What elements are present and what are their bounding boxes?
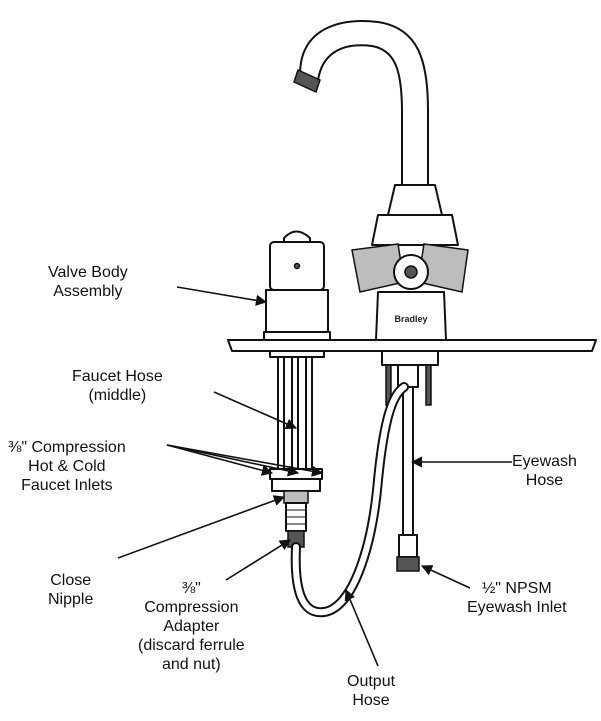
label-compression-inlets: ⅜" Compression Hot & Cold Faucet Inlets xyxy=(8,439,126,494)
faucet-body xyxy=(351,184,469,341)
faucet-shank xyxy=(381,350,439,406)
label-valve-body-assembly: Valve Body Assembly xyxy=(48,264,128,300)
label-output-hose: Output Hose xyxy=(347,673,396,709)
label-eyewash-hose: Eyewash Hose xyxy=(512,453,577,489)
valve-body-assembly xyxy=(263,230,331,358)
eyewash-hose-drawing xyxy=(396,386,420,572)
output-hose-drawing xyxy=(290,382,409,618)
deck-plate xyxy=(227,339,597,352)
leader-lines xyxy=(117,286,512,667)
gooseneck-spout xyxy=(293,20,429,186)
label-close-nipple: Close Nipple xyxy=(48,572,94,608)
label-compression-adapter: ⅜" Compression Adapter (discard ferrule … xyxy=(138,580,245,673)
label-faucet-hose: Faucet Hose (middle) xyxy=(72,368,163,404)
brand-mark: Bradley xyxy=(394,314,427,324)
label-eyewash-inlet: ½" NPSM Eyewash Inlet xyxy=(467,580,567,616)
valve-hoses xyxy=(269,356,323,548)
